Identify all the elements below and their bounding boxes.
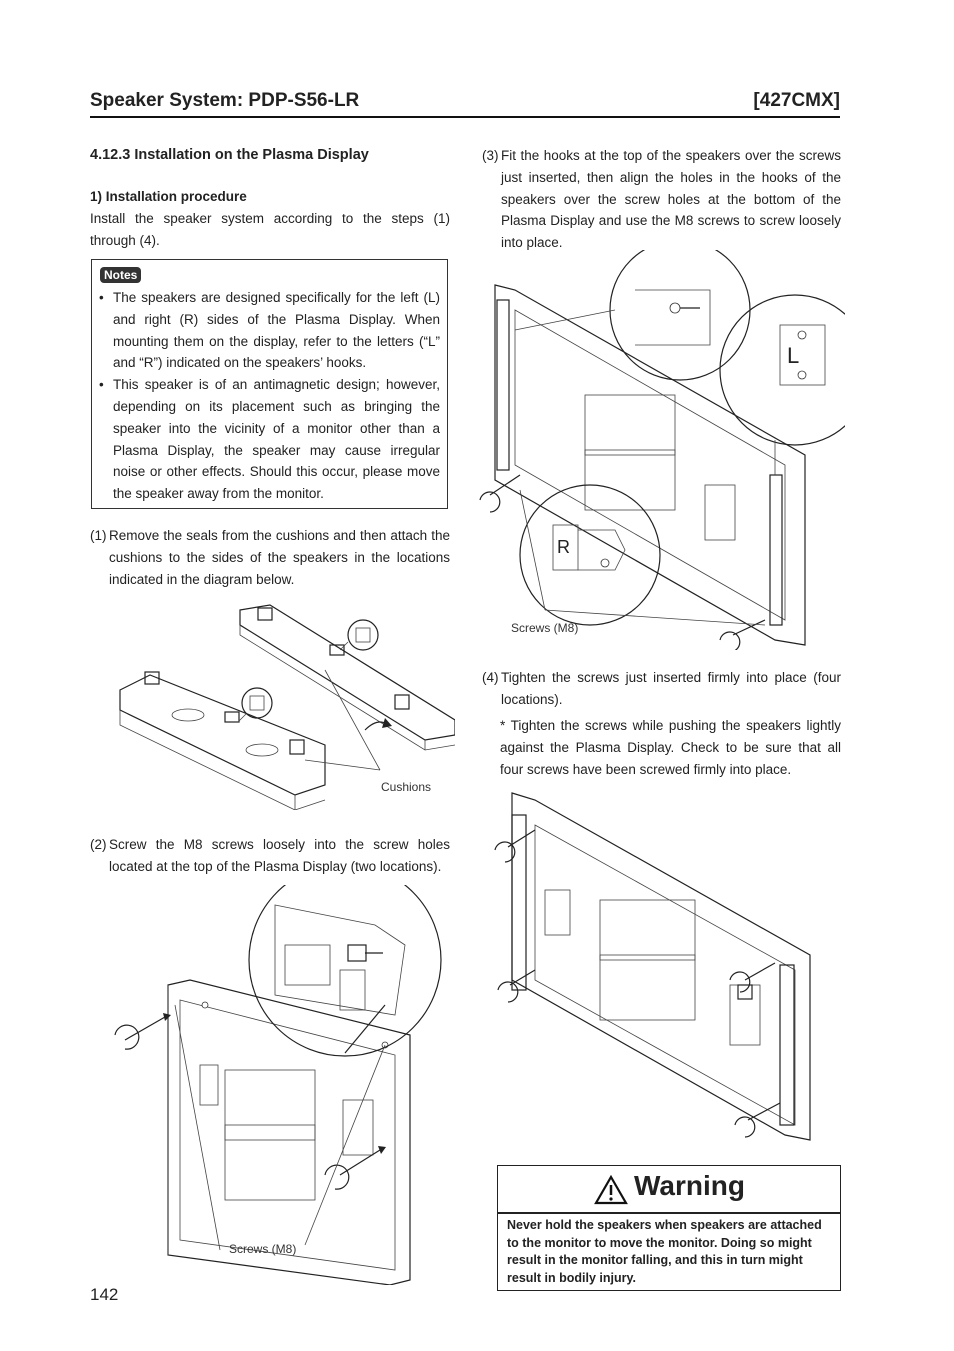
step-number: (1) xyxy=(90,528,107,543)
step-number: (4) xyxy=(482,670,499,685)
subsection-title: 1) Installation procedure xyxy=(90,189,247,204)
notes-badge: Notes xyxy=(100,267,142,283)
hook-letter-l: L xyxy=(787,343,800,368)
step-text: Screw the M8 screws loosely into the scr… xyxy=(109,837,450,874)
page-header-code: [427CMX] xyxy=(753,90,840,111)
warning-box xyxy=(497,1165,841,1291)
display-screws-figure xyxy=(114,885,442,1285)
warning-triangle-icon xyxy=(594,1175,628,1205)
step-text: Fit the hooks at the top of the speakers… xyxy=(501,148,841,251)
warning-divider xyxy=(497,1212,841,1214)
header-divider xyxy=(90,116,840,118)
note-item: The speakers are designed specifically f… xyxy=(98,287,440,374)
step-3: (3) Fit the hooks at the top of the spea… xyxy=(482,145,841,254)
step-text: Tighten the screws just inserted firmly … xyxy=(501,670,841,707)
note-item: This speaker is of an antimagnetic desig… xyxy=(98,374,440,505)
section-title: 4.12.3 Installation on the Plasma Displa… xyxy=(90,147,369,163)
screws-label-right: Screws (M8) xyxy=(511,621,579,635)
step-2: (2) Screw the M8 screws loosely into the… xyxy=(90,834,450,878)
screws-label-left: Screws (M8) xyxy=(229,1242,297,1256)
step-number: (2) xyxy=(90,837,107,852)
step-number: (3) xyxy=(482,148,499,163)
step-4-note: * Tighten the screws while pushing the s… xyxy=(500,718,841,777)
warning-title: Warning xyxy=(634,1170,745,1201)
page-header-title: Speaker System: PDP-S56-LR xyxy=(90,90,360,111)
intro-paragraph: Install the speaker system according to … xyxy=(90,211,450,248)
step-text: Remove the seals from the cushions and t… xyxy=(109,528,450,587)
step-1: (1) Remove the seals from the cushions a… xyxy=(90,525,450,590)
warning-text: Never hold the speakers when speakers ar… xyxy=(507,1218,822,1285)
notes-list: The speakers are designed specifically f… xyxy=(98,287,440,505)
step-4: (4) Tighten the screws just inserted fir… xyxy=(482,667,841,711)
hook-letter-r: R xyxy=(557,537,570,557)
cushions-label: Cushions xyxy=(381,780,432,794)
speakers-cushions-figure xyxy=(119,604,455,810)
speaker-hook-figure xyxy=(479,250,845,650)
page-number: 142 xyxy=(90,1285,119,1304)
mounted-speakers-figure xyxy=(494,792,811,1141)
notes-box xyxy=(91,259,448,509)
